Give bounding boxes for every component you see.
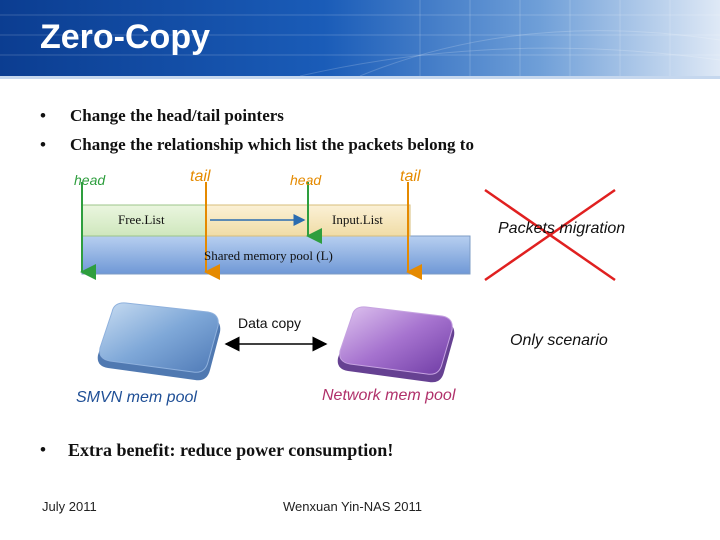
bullet-item: • Extra benefit: reduce power consumptio… [40, 440, 393, 469]
bullet-text: Change the head/tail pointers [70, 106, 284, 125]
extra-bullet: • Extra benefit: reduce power consumptio… [40, 440, 393, 469]
network-memory-tile [337, 306, 455, 383]
bullet-symbol: • [40, 135, 46, 154]
shared-memory-pool-label: Shared memory pool (L) [204, 248, 333, 263]
bullet-item: • Change the relationship which list the… [40, 135, 474, 164]
smvn-pool-label: SMVN mem pool [76, 389, 197, 406]
smvn-memory-tile [97, 302, 221, 381]
bullet-text: Change the relationship which list the p… [70, 135, 474, 154]
footer-author: Wenxuan Yin-NAS 2011 [283, 499, 422, 514]
only-scenario-label: Only scenario [510, 332, 608, 349]
slide-header: Zero-Copy [0, 0, 720, 76]
packets-migration-label: Packets migration [498, 220, 626, 237]
input-list-label: Input.List [332, 212, 383, 227]
input-tail-label: tail [400, 168, 421, 185]
free-list-label: Free.List [118, 212, 165, 227]
free-head-label: head [74, 172, 106, 188]
network-pool-label: Network mem pool [322, 387, 456, 404]
header-underline [0, 76, 720, 79]
free-tail-label: tail [190, 168, 211, 185]
footer-date: July 2011 [42, 499, 97, 514]
data-copy-label: Data copy [238, 315, 302, 331]
cross-line-icon [484, 188, 616, 282]
bullet-item: • Change the head/tail pointers [40, 106, 474, 135]
bullet-text: Extra benefit: reduce power consumption! [68, 440, 394, 460]
input-head-label: head [290, 172, 322, 188]
slide-title: Zero-Copy [40, 18, 210, 56]
bullet-list: • Change the head/tail pointers • Change… [40, 106, 474, 164]
bullet-symbol: • [40, 440, 46, 459]
header-grid-decoration [0, 0, 720, 76]
bullet-symbol: • [40, 106, 46, 125]
